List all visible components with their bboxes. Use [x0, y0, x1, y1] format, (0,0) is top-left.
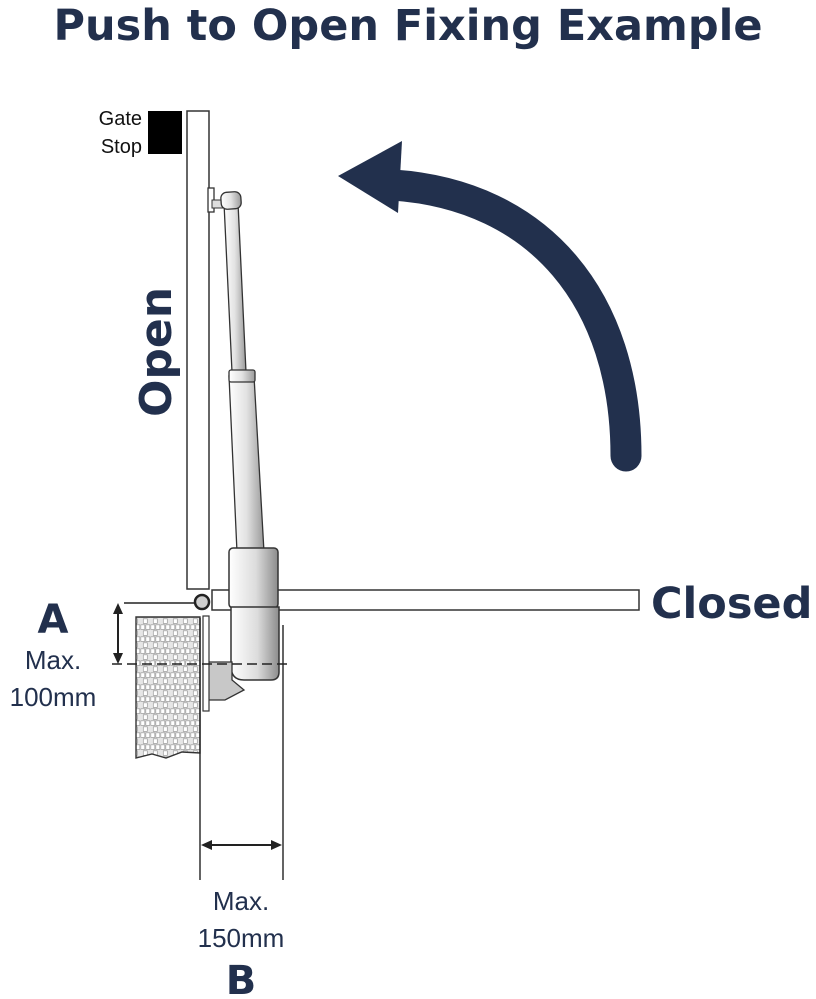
open-direction-arrow [377, 169, 642, 472]
gate-stop-block [148, 111, 182, 154]
ram-rod-head [220, 191, 242, 210]
dim-a-arrowhead-top [113, 603, 123, 614]
dim-b-text-line1: Max. [213, 886, 269, 916]
ram-tube-collar [228, 369, 256, 383]
motor-housing-upper [228, 547, 279, 609]
dim-a-letter: A [38, 597, 69, 643]
diagram-title: Push to Open Fixing Example [53, 1, 762, 51]
dim-b-arrowhead-right [271, 840, 282, 850]
gate-stop-label-line1: Gate [99, 108, 142, 130]
ram-tube [228, 375, 265, 553]
gate-stop-label-line2: Stop [101, 136, 142, 158]
gate-leaf-closed [211, 589, 640, 611]
brick-pillar [135, 616, 201, 759]
dim-b-letter: B [226, 958, 257, 999]
motor-housing-lower [230, 606, 280, 681]
dim-b-arrowhead-left [201, 840, 212, 850]
dim-a-arrowhead-bottom [113, 653, 123, 664]
open-direction-arrowhead [338, 141, 402, 213]
hinge-pivot [193, 593, 211, 611]
ram-rod [223, 202, 247, 373]
dim-b-text-line2: 150mm [198, 923, 285, 953]
closed-label: Closed [651, 579, 812, 629]
open-label: Open [131, 287, 182, 417]
dim-a-text-line1: Max. [25, 645, 81, 675]
dim-a-text-line2: 100mm [10, 682, 97, 712]
gate-leaf-open [186, 110, 210, 590]
